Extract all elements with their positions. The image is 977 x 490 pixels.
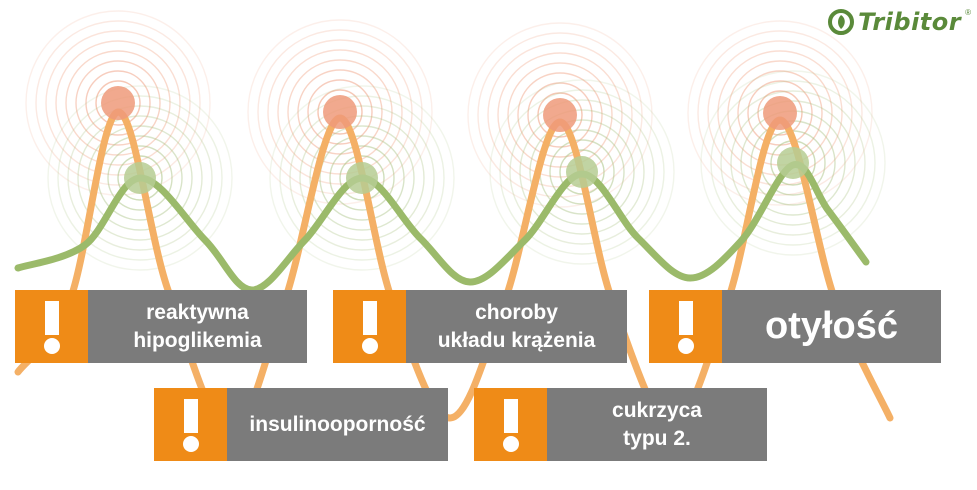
box-label: cukrzyca typu 2.	[547, 388, 767, 461]
ripple-ring	[489, 79, 675, 265]
ripple-ring	[527, 82, 593, 148]
box-diabetes-type-2: cukrzyca typu 2.	[474, 388, 767, 461]
ripple-ring	[67, 105, 213, 251]
warning-tile	[15, 290, 88, 363]
ripple-ring	[339, 155, 385, 201]
tribitor-logo: Tribitor ®	[828, 8, 971, 36]
ripple-ring	[107, 145, 173, 211]
box-obesity: otyłość	[649, 290, 941, 363]
registered-mark-icon: ®	[965, 7, 971, 17]
label-line-1: cukrzyca	[612, 399, 702, 423]
ripple-ring	[87, 125, 193, 231]
ripple-rings	[25, 10, 886, 271]
ripple-ring	[65, 50, 171, 156]
ripple-ring	[710, 80, 876, 246]
ripple-ring	[287, 59, 393, 165]
ripple-ring	[317, 89, 363, 135]
ripple-ring	[700, 70, 886, 256]
green-peak-dot	[777, 147, 809, 179]
label-line-2: hipoglikemia	[133, 328, 262, 352]
ripple-ring	[499, 89, 665, 255]
ripple-ring	[55, 40, 181, 166]
exclamation-icon	[361, 300, 378, 354]
exclamation-icon	[43, 300, 60, 354]
ripple-ring	[707, 40, 853, 186]
ripple-ring	[85, 70, 151, 136]
ripple-ring	[309, 125, 415, 231]
label-line-2: typu 2.	[623, 426, 691, 450]
warning-tile	[154, 388, 227, 461]
ripple-ring	[697, 30, 863, 196]
box-label: insulinooporność	[227, 388, 448, 461]
ripple-ring	[297, 69, 383, 155]
orange-peak-dot	[323, 95, 357, 129]
orange-peak-dot	[543, 98, 577, 132]
ripple-ring	[519, 109, 645, 235]
box-cardiovascular-diseases: choroby układu krążenia	[333, 290, 627, 363]
ripple-ring	[269, 85, 455, 271]
warning-tile	[474, 388, 547, 461]
ripple-ring	[537, 92, 583, 138]
ripple-ring	[299, 115, 425, 241]
ripple-ring	[529, 119, 635, 225]
box-label: choroby układu krążenia	[406, 290, 627, 363]
ripple-ring	[57, 95, 223, 261]
ripple-ring	[35, 20, 201, 186]
exclamation-icon	[502, 398, 519, 452]
insulin-wave-green	[14, 161, 870, 294]
label-line-1: insulinooporność	[249, 412, 426, 436]
label-line-1: choroby	[475, 301, 558, 325]
ripple-ring	[247, 19, 433, 205]
ripple-ring	[289, 105, 435, 251]
ripple-ring	[279, 95, 445, 261]
logo-brand-text: Tribitor	[858, 8, 962, 36]
orange-peak-dot	[101, 86, 135, 120]
ripple-ring	[319, 135, 405, 221]
box-insulin-resistance: insulinooporność	[154, 388, 448, 461]
box-label: reaktywna hipoglikemia	[88, 290, 307, 363]
label-line-2: układu krążenia	[437, 328, 596, 352]
ripple-ring	[467, 22, 653, 208]
box-reactive-hypoglycemia: reaktywna hipoglikemia	[15, 290, 307, 363]
label-line-1: otyłość	[764, 305, 899, 347]
tribitor-leaf-icon	[828, 9, 855, 35]
ripple-ring	[757, 90, 803, 136]
warning-tile	[333, 290, 406, 363]
peak-markers	[101, 86, 809, 194]
ripple-ring	[267, 39, 413, 185]
ripple-ring	[75, 60, 161, 146]
ripple-ring	[720, 90, 866, 236]
label-line-1: reaktywna	[146, 301, 249, 325]
glucose-wave-orange	[14, 108, 894, 436]
warning-tile	[649, 290, 722, 363]
ripple-ring	[329, 145, 395, 211]
ripple-ring	[730, 100, 856, 226]
ripple-ring	[95, 80, 141, 126]
green-peak-dot	[124, 162, 156, 194]
green-peak-dot	[566, 156, 598, 188]
ripple-ring	[509, 99, 655, 245]
ripple-ring	[47, 85, 233, 271]
ripple-ring	[307, 79, 373, 145]
ripple-ring	[559, 149, 605, 195]
exclamation-icon	[182, 398, 199, 452]
green-peak-dot	[346, 162, 378, 194]
orange-peak-dot	[763, 96, 797, 130]
exclamation-icon	[677, 300, 694, 354]
ripple-ring	[549, 139, 615, 205]
box-label: otyłość	[722, 290, 941, 363]
ripple-ring	[687, 20, 873, 206]
ripple-ring	[77, 115, 203, 241]
ripple-ring	[517, 72, 603, 158]
